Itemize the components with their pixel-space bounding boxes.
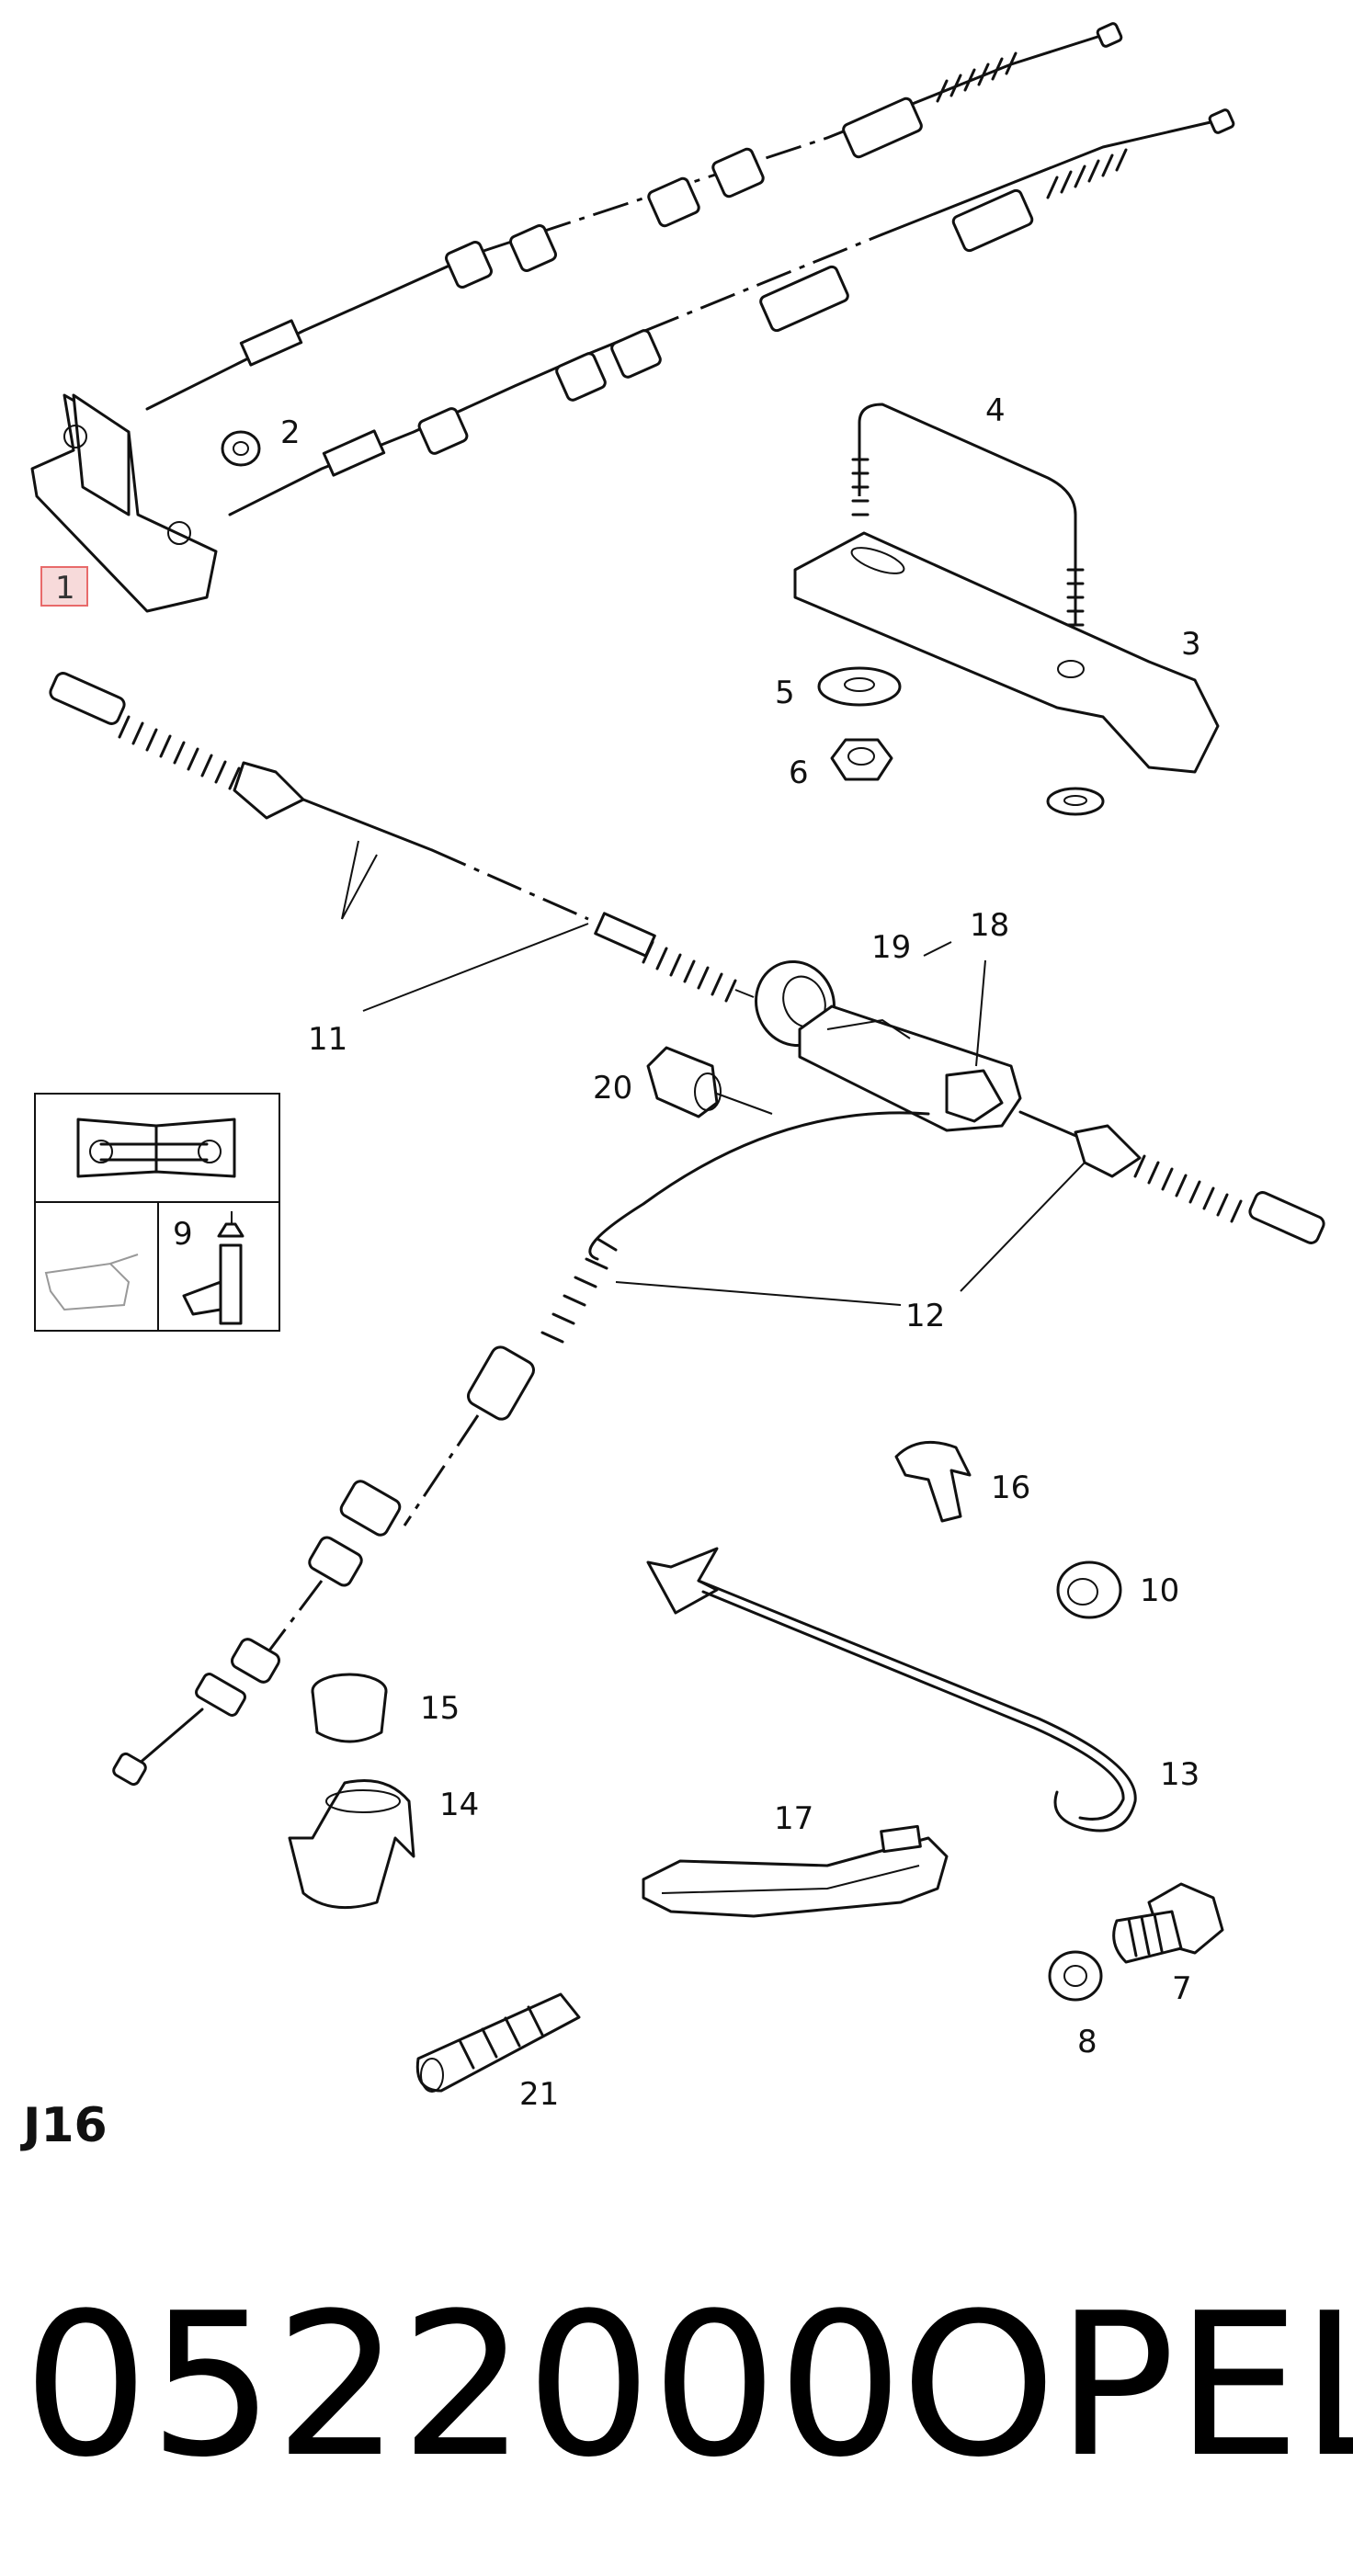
callout-15[interactable]: 15	[420, 1690, 460, 1727]
lever-17	[642, 1824, 949, 1918]
callout-6[interactable]: 6	[789, 755, 809, 791]
callout-10[interactable]: 10	[1140, 1572, 1179, 1609]
equalizer-18	[798, 1004, 1022, 1132]
callout-19[interactable]: 19	[871, 929, 911, 966]
bushing-2	[221, 430, 261, 467]
callout-4[interactable]: 4	[985, 392, 1006, 429]
oil-can-icon	[44, 1254, 139, 1311]
callout-18[interactable]: 18	[970, 907, 1009, 944]
callout-7[interactable]: 7	[1172, 1970, 1192, 2007]
callout-20[interactable]: 20	[593, 1070, 632, 1106]
sleeve-20	[646, 1046, 773, 1118]
callout-17[interactable]: 17	[774, 1800, 813, 1837]
front-cable-11	[49, 672, 755, 1003]
washer-5	[817, 666, 902, 707]
callout-1[interactable]: 1	[55, 570, 75, 607]
callout-16[interactable]: 16	[991, 1470, 1030, 1506]
callout-8[interactable]: 8	[1077, 2024, 1097, 2060]
callout-9[interactable]: 9	[173, 1216, 193, 1253]
callout-5[interactable]: 5	[775, 675, 795, 711]
rear-cable-assembly	[30, 22, 1235, 613]
callout-1-highlight[interactable]	[40, 566, 88, 607]
manual-wrench-icon	[76, 1118, 236, 1178]
callout-14[interactable]: 14	[439, 1787, 479, 1823]
callout-3[interactable]: 3	[1181, 626, 1201, 663]
callout-labels: 1 2 3 4 5 6 7 8 9 10 11 12 13 14 15 16 1…	[40, 392, 1201, 2113]
part-number: 0522000	[23, 2270, 904, 2501]
boot-21	[415, 1992, 581, 2093]
callout-11[interactable]: 11	[308, 1021, 347, 1058]
bolt-7	[1112, 1882, 1224, 1964]
nut-6	[830, 738, 893, 781]
legend-box	[34, 1093, 280, 1332]
leader-lines	[341, 840, 1086, 1306]
u-bolt-4	[851, 403, 1085, 627]
holder-14	[288, 1779, 415, 1910]
small-washer	[1046, 787, 1105, 816]
spring-rod-13	[646, 1547, 1137, 1833]
bracket-plate-3	[793, 531, 1220, 774]
callout-21[interactable]: 21	[519, 2076, 559, 2113]
cap-15	[311, 1673, 388, 1743]
grease-tube-icon	[182, 1211, 244, 1325]
grommet-10	[1056, 1560, 1122, 1619]
lock-washer-8	[1048, 1950, 1103, 2002]
callout-2[interactable]: 2	[280, 414, 301, 451]
clip-16	[894, 1440, 972, 1523]
section-code: J16	[20, 2098, 108, 2153]
cable-12	[112, 1110, 1325, 1787]
callout-12[interactable]: 12	[905, 1298, 945, 1334]
callout-13[interactable]: 13	[1160, 1756, 1200, 1793]
brand-name: OPEL	[901, 2270, 1353, 2501]
